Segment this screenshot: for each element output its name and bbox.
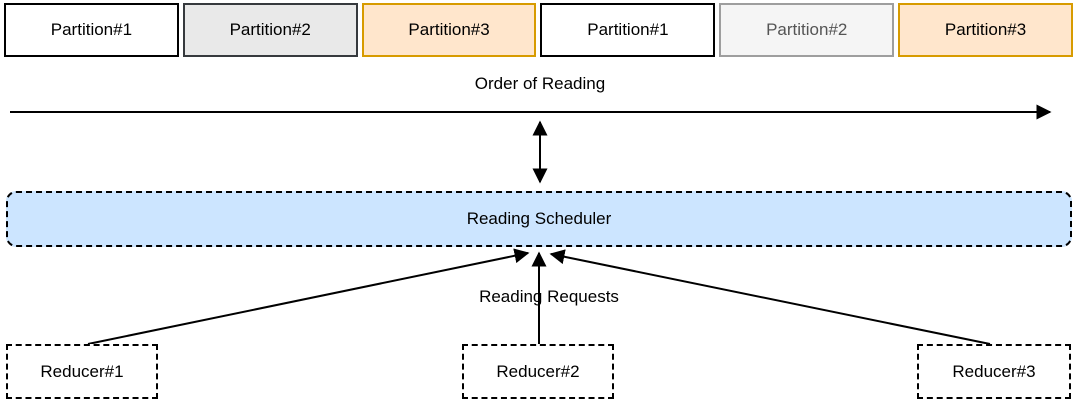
partition-row: Partition#1 Partition#2 Partition#3 Part…: [4, 3, 1073, 57]
reducer-box-2: Reducer#2: [462, 344, 614, 399]
partition-box-1: Partition#1: [4, 3, 179, 57]
partition-box-6: Partition#3: [898, 3, 1073, 57]
partition-box-3: Partition#3: [361, 3, 537, 57]
partition-box-5: Partition#2: [719, 3, 895, 57]
request-arrow-reducer1: [87, 248, 530, 345]
reading-scheduler-box: Reading Scheduler: [6, 191, 1072, 247]
reducer-box-1: Reducer#1: [6, 344, 158, 399]
partition-box-4: Partition#1: [540, 3, 716, 57]
reading-requests-label: Reading Requests: [479, 287, 619, 306]
reducer-box-3: Reducer#3: [917, 344, 1071, 399]
partition-box-2: Partition#2: [182, 3, 358, 57]
order-of-reading-label: Order of Reading: [474, 74, 606, 93]
